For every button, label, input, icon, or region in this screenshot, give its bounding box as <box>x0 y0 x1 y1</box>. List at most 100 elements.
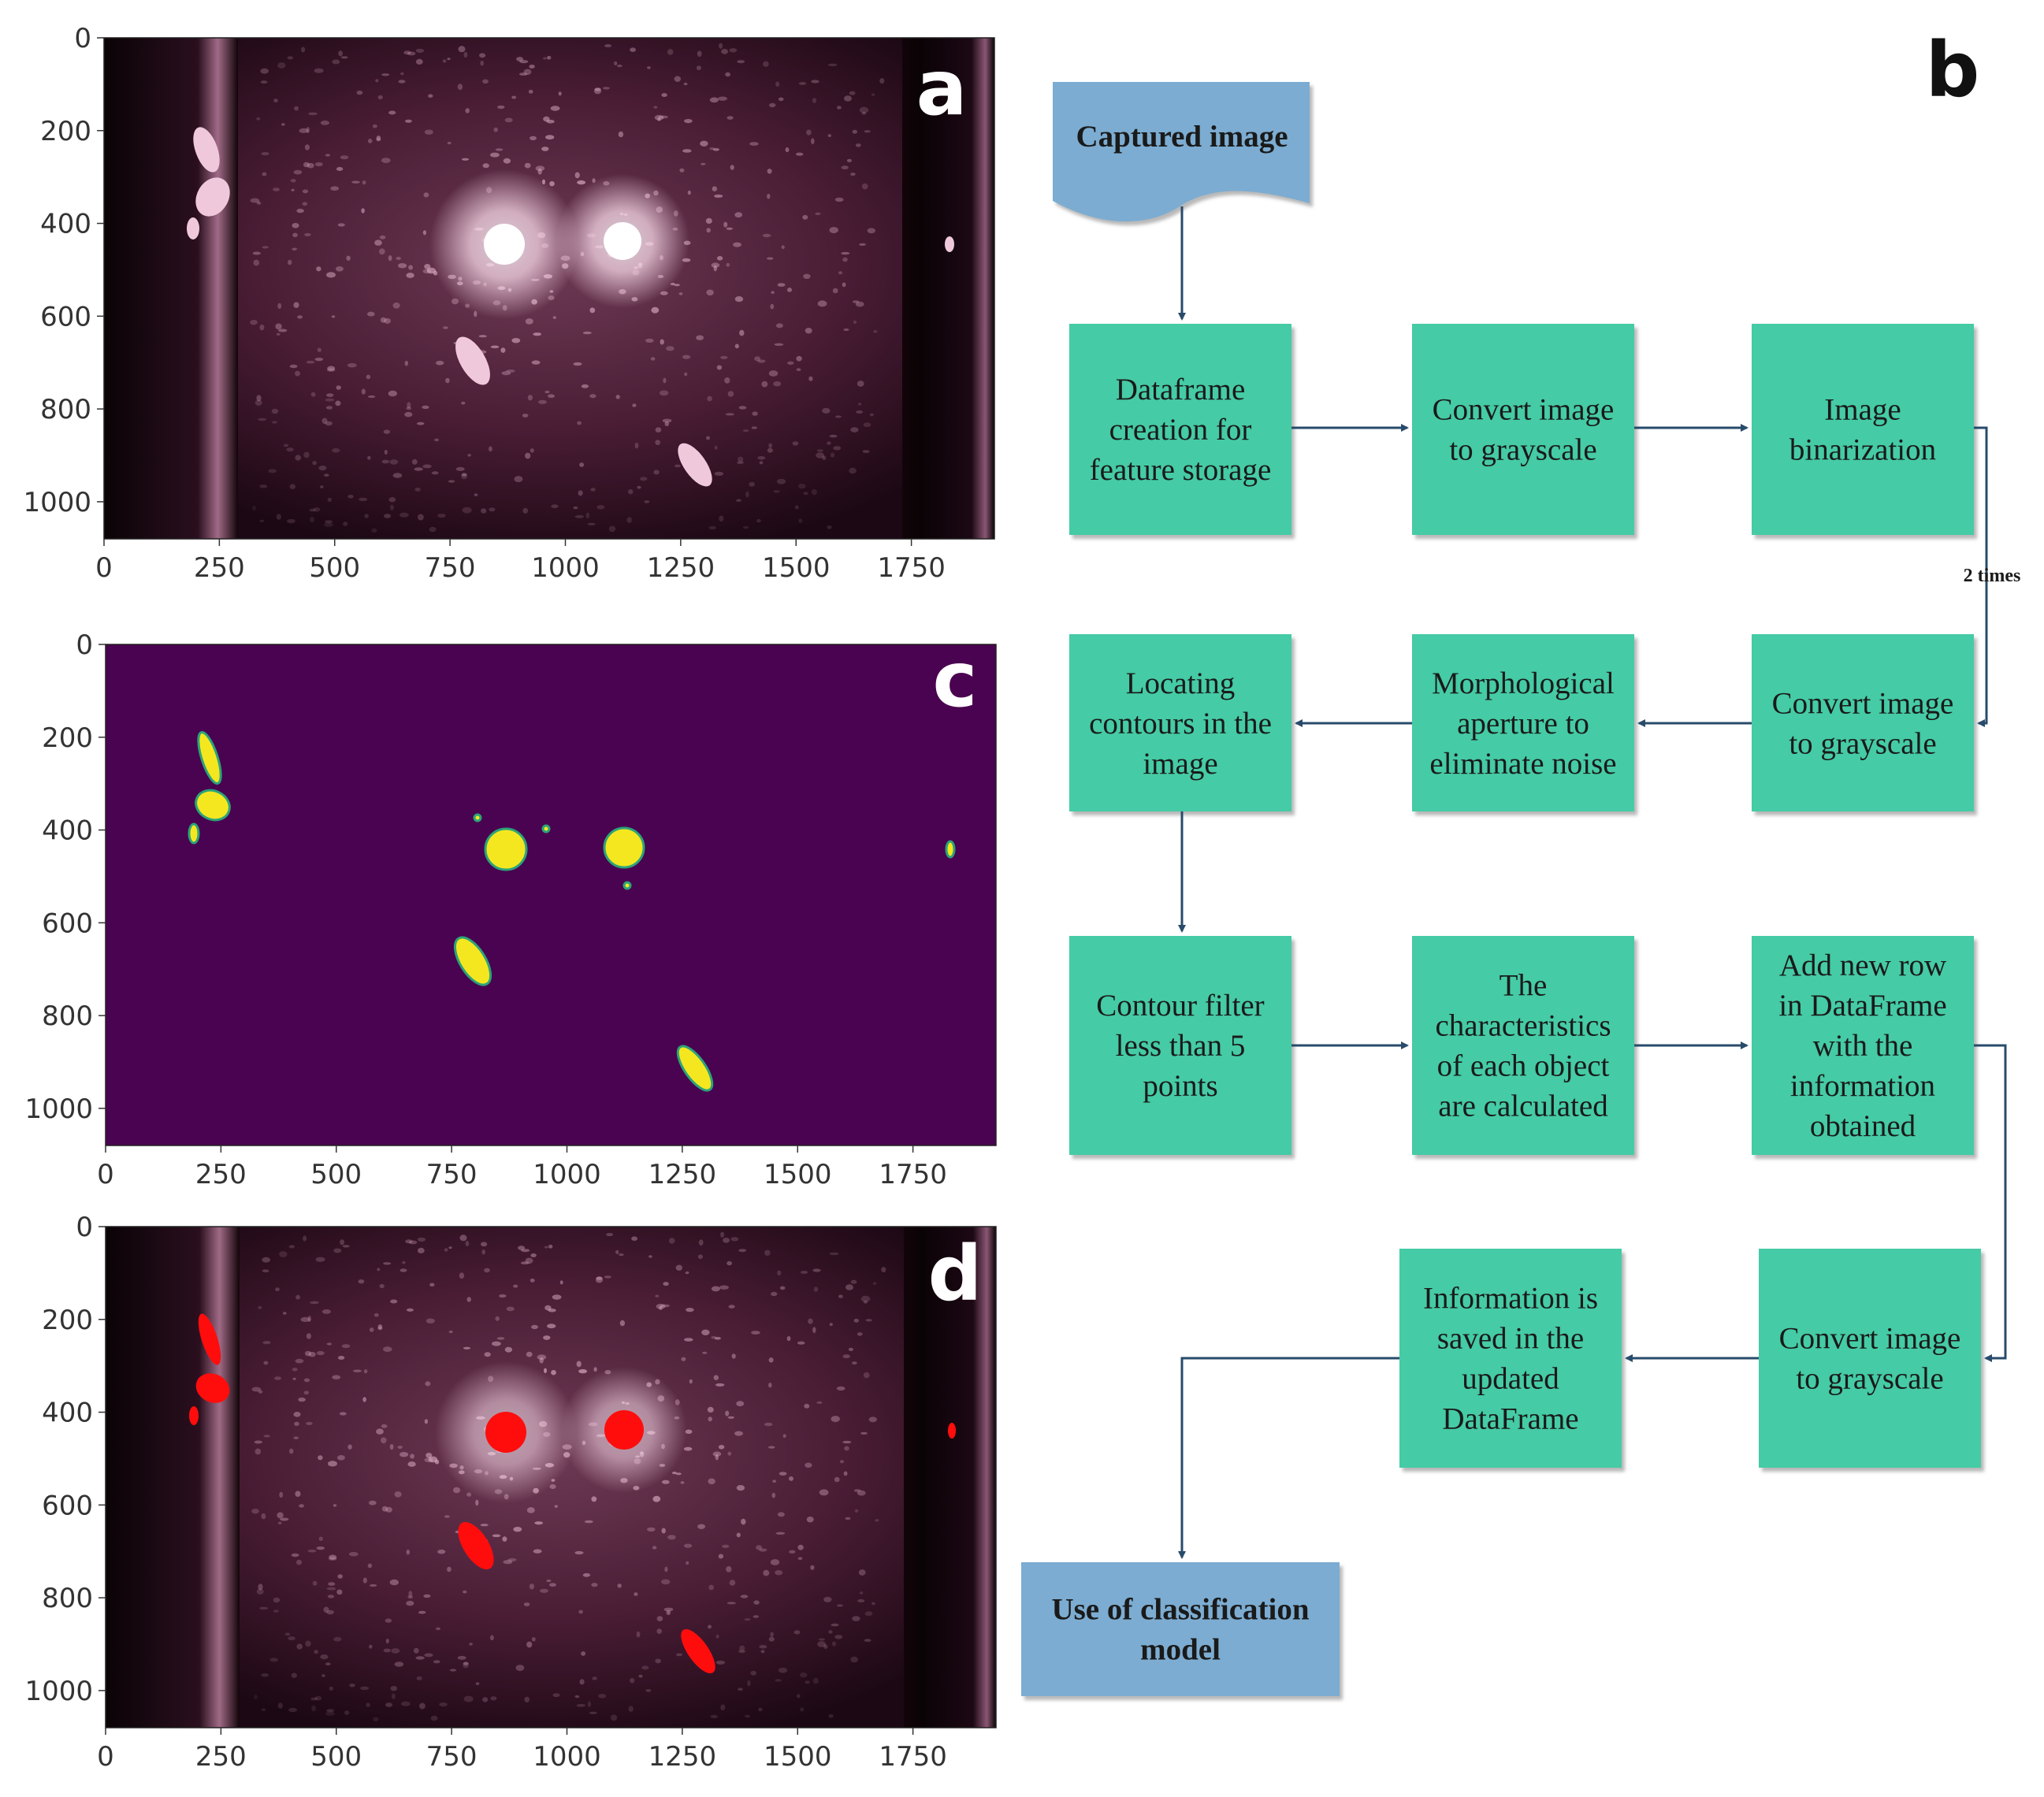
speckle-dot <box>817 1641 827 1647</box>
speckle-dot <box>708 1416 712 1422</box>
speckle-dot <box>725 413 734 416</box>
speckle-dot <box>862 450 870 453</box>
speckle-dot <box>806 129 812 136</box>
speckle-dot <box>529 65 535 69</box>
speckle-dot <box>283 444 289 447</box>
speckle-dot <box>423 1594 431 1598</box>
x-tick-label: 1250 <box>647 552 715 584</box>
speckle-dot <box>714 194 723 198</box>
speckle-dot <box>663 377 667 384</box>
speckle-dot <box>701 1329 710 1336</box>
speckle-dot <box>484 1268 490 1273</box>
speckle-dot <box>251 1509 259 1514</box>
speckle-dot <box>674 76 681 82</box>
speckle-dot <box>682 149 692 153</box>
speckle-dot <box>711 262 720 268</box>
speckle-dot <box>726 1566 732 1572</box>
speckle-dot <box>798 82 807 85</box>
speckle-dot <box>818 1638 825 1641</box>
speckle-dot <box>361 208 365 213</box>
y-tick-label: 200 <box>42 722 93 754</box>
speckle-dot <box>720 1231 725 1238</box>
speckle-dot <box>384 450 388 455</box>
speckle-dot <box>289 1448 294 1454</box>
speckle-dot <box>819 1489 829 1496</box>
speckle-dot <box>632 403 637 407</box>
speckle-dot <box>710 1714 718 1719</box>
speckle-dot <box>507 1558 517 1561</box>
y-tick-label: 400 <box>40 209 91 240</box>
speckle-dot <box>738 1687 743 1691</box>
speckle-dot <box>256 117 261 121</box>
speckle-dot <box>715 1454 719 1461</box>
x-tick-label: 1750 <box>877 552 946 584</box>
speckle-dot <box>578 1368 588 1374</box>
speckle-dot <box>397 1446 403 1449</box>
speckle-dot <box>261 1513 266 1520</box>
step-image-binarization <box>1752 324 1974 535</box>
x-tick-label: 750 <box>425 552 476 584</box>
speckle-dot <box>367 311 375 317</box>
speckle-dot <box>767 194 771 199</box>
speckle-dot <box>531 360 541 365</box>
speckle-dot <box>816 452 825 459</box>
speckle-dot <box>855 301 864 307</box>
speckle-dot <box>776 478 786 485</box>
speckle-dot <box>466 1297 471 1302</box>
speckle-dot <box>326 1709 335 1713</box>
speckle-dot <box>666 1610 671 1615</box>
speckle-dot <box>326 1342 333 1346</box>
speckle-dot <box>463 1695 474 1702</box>
speckle-dot <box>829 227 838 234</box>
speckle-dot <box>800 1271 808 1274</box>
speckle-dot <box>756 1545 763 1550</box>
speckle-dot <box>631 1236 637 1241</box>
speckle-dot <box>252 505 256 511</box>
speckle-dot <box>660 1304 670 1308</box>
speckle-dot <box>286 447 294 452</box>
speckle-dot <box>463 1346 471 1350</box>
speckle-dot <box>414 467 423 471</box>
speckle-dot <box>554 1505 558 1508</box>
speckle-dot <box>619 1320 626 1327</box>
speckle-dot <box>754 356 761 362</box>
speckle-dot <box>376 136 381 141</box>
speckle-dot <box>805 328 812 334</box>
speckle-dot <box>798 518 803 523</box>
speckle-dot <box>740 1595 749 1598</box>
speckle-dot <box>811 80 819 84</box>
speckle-dot <box>444 1515 450 1518</box>
speckle-dot <box>530 136 537 141</box>
speckle-dot <box>276 332 281 336</box>
speckle-dot <box>730 1237 739 1242</box>
speckle-dot <box>859 1591 864 1595</box>
speckle-dot <box>795 152 804 156</box>
speckle-dot <box>831 452 834 458</box>
speckle-dot <box>316 266 321 272</box>
speckle-dot <box>636 1631 641 1638</box>
x-tick-label: 1000 <box>533 1741 601 1773</box>
speckle-dot <box>496 1337 505 1340</box>
speckle-dot <box>323 473 329 477</box>
speckle-dot <box>803 273 811 279</box>
speckle-dot <box>675 464 681 468</box>
speckle-dot <box>786 1336 791 1342</box>
speckle-dot <box>347 495 354 499</box>
speckle-dot <box>763 1569 770 1576</box>
speckle-dot <box>775 323 783 329</box>
speckle-dot <box>326 1587 336 1591</box>
speckle-dot <box>668 1238 675 1244</box>
speckle-dot <box>661 1579 671 1585</box>
speckle-dot <box>863 1372 870 1379</box>
speckle-dot <box>593 87 602 95</box>
node-label-line: binarization <box>1789 433 1936 467</box>
speckle-dot <box>863 422 871 428</box>
speckle-dot <box>475 1682 480 1685</box>
speckle-dot <box>797 483 806 489</box>
speckle-dot <box>841 251 850 255</box>
speckle-dot <box>346 255 351 261</box>
speckle-dot <box>289 364 298 369</box>
speckle-dot <box>530 1278 535 1283</box>
speckle-dot <box>259 324 265 331</box>
